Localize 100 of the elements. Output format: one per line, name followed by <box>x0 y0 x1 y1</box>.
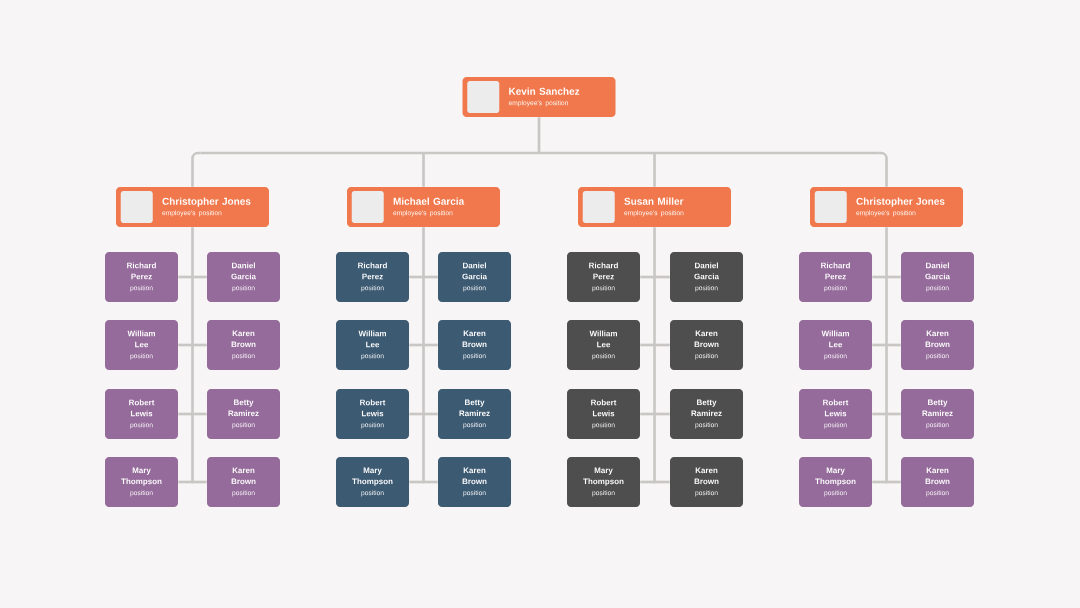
connector-line <box>191 151 201 187</box>
connector-line <box>886 343 901 347</box>
person-name: Mary Thompson <box>815 467 856 486</box>
person-name: Betty Ramirez <box>228 399 259 417</box>
connector-line <box>886 275 901 279</box>
person-name: Karen Brown <box>925 467 950 485</box>
employee-card <box>799 320 872 370</box>
connector-line <box>422 153 425 187</box>
connector-line <box>653 227 656 484</box>
employee-card <box>105 457 178 507</box>
connector-line <box>872 412 887 416</box>
connector-line <box>191 227 194 484</box>
person-name: Robert Lewis <box>591 399 617 417</box>
person-name: William Lee <box>589 330 617 348</box>
person-name: Karen Brown <box>462 467 487 485</box>
person-name: Karen Brown <box>231 467 256 485</box>
connector-line <box>192 480 207 484</box>
connector-line <box>872 275 887 279</box>
employee-card <box>901 389 974 439</box>
employee-card <box>567 252 640 302</box>
person-name: Robert Lewis <box>129 399 155 417</box>
employee-card <box>901 252 974 302</box>
connector-line <box>654 480 670 484</box>
employee-card <box>207 389 280 439</box>
connector-line <box>422 227 425 484</box>
person-name: Richard Perez <box>358 262 387 280</box>
connector-line <box>423 480 438 484</box>
connector-line <box>886 480 901 484</box>
connector-line <box>653 153 656 187</box>
employee-card <box>438 252 511 302</box>
person-name: Richard Perez <box>127 262 156 280</box>
connector-line <box>178 343 193 347</box>
employee-card <box>799 252 872 302</box>
person-name: Christopher Jones <box>856 197 945 207</box>
person-name: Karen Brown <box>694 467 719 485</box>
person-name: William Lee <box>821 330 849 348</box>
person-name: Daniel Garcia <box>694 262 719 280</box>
person-name: Daniel Garcia <box>925 262 950 280</box>
person-name: Karen Brown <box>231 330 256 348</box>
connector-line <box>409 343 424 347</box>
connector-line <box>878 151 888 187</box>
connector-line <box>423 343 438 347</box>
employee-card <box>670 457 743 507</box>
person-name: Kevin Sanchez <box>509 87 580 95</box>
employee-card <box>207 252 280 302</box>
connector-line <box>654 343 670 347</box>
employee-card <box>567 389 640 439</box>
connector-line <box>872 480 887 484</box>
connector-line <box>886 412 901 416</box>
employee-card <box>567 457 640 507</box>
person-name: Daniel Garcia <box>231 262 256 280</box>
employee-card <box>105 320 178 370</box>
connector-line <box>640 480 655 484</box>
connector-line <box>178 480 193 484</box>
employee-card <box>105 389 178 439</box>
employee-card <box>670 252 743 302</box>
person-name: Richard Perez <box>589 262 618 280</box>
person-name: Karen Brown <box>694 330 719 348</box>
connector-line <box>199 115 880 155</box>
person-name: Christopher Jones <box>162 197 251 207</box>
connector-line <box>409 275 424 279</box>
connector-line <box>423 275 438 279</box>
person-name: Susan Miller <box>624 197 684 205</box>
employee-card <box>336 457 409 507</box>
employee-card <box>901 457 974 507</box>
person-name: William Lee <box>127 330 155 348</box>
employee-card <box>901 320 974 370</box>
connector-line <box>409 412 424 416</box>
person-name: Betty Ramirez <box>459 399 490 417</box>
person-name: Michael Garcia <box>393 197 465 205</box>
employee-card <box>670 320 743 370</box>
employee-card <box>207 320 280 370</box>
person-name: Karen Brown <box>925 330 950 348</box>
person-name: Robert Lewis <box>823 399 849 417</box>
employee-card <box>336 389 409 439</box>
person-name: Robert Lewis <box>360 399 386 417</box>
person-name: Betty Ramirez <box>691 399 722 417</box>
connector-line <box>640 275 655 279</box>
connector-line <box>192 275 207 279</box>
employee-card <box>438 457 511 507</box>
connector-line <box>192 343 207 347</box>
person-name: William Lee <box>358 330 386 348</box>
connector-line <box>654 412 670 416</box>
person-name: Betty Ramirez <box>922 399 953 417</box>
person-name: Karen Brown <box>462 330 487 348</box>
connector-line <box>409 480 424 484</box>
person-name: Mary Thompson <box>583 467 624 486</box>
connector-line <box>872 343 887 347</box>
person-name: Richard Perez <box>821 262 850 280</box>
employee-card <box>438 389 511 439</box>
person-name: Mary Thompson <box>352 467 393 486</box>
employee-card <box>438 320 511 370</box>
employee-card <box>336 252 409 302</box>
connector-line <box>885 227 888 484</box>
connector-line <box>640 343 655 347</box>
employee-card <box>207 457 280 507</box>
connector-line <box>423 412 438 416</box>
person-name: Mary Thompson <box>121 467 162 486</box>
employee-card <box>336 320 409 370</box>
employee-card <box>799 389 872 439</box>
